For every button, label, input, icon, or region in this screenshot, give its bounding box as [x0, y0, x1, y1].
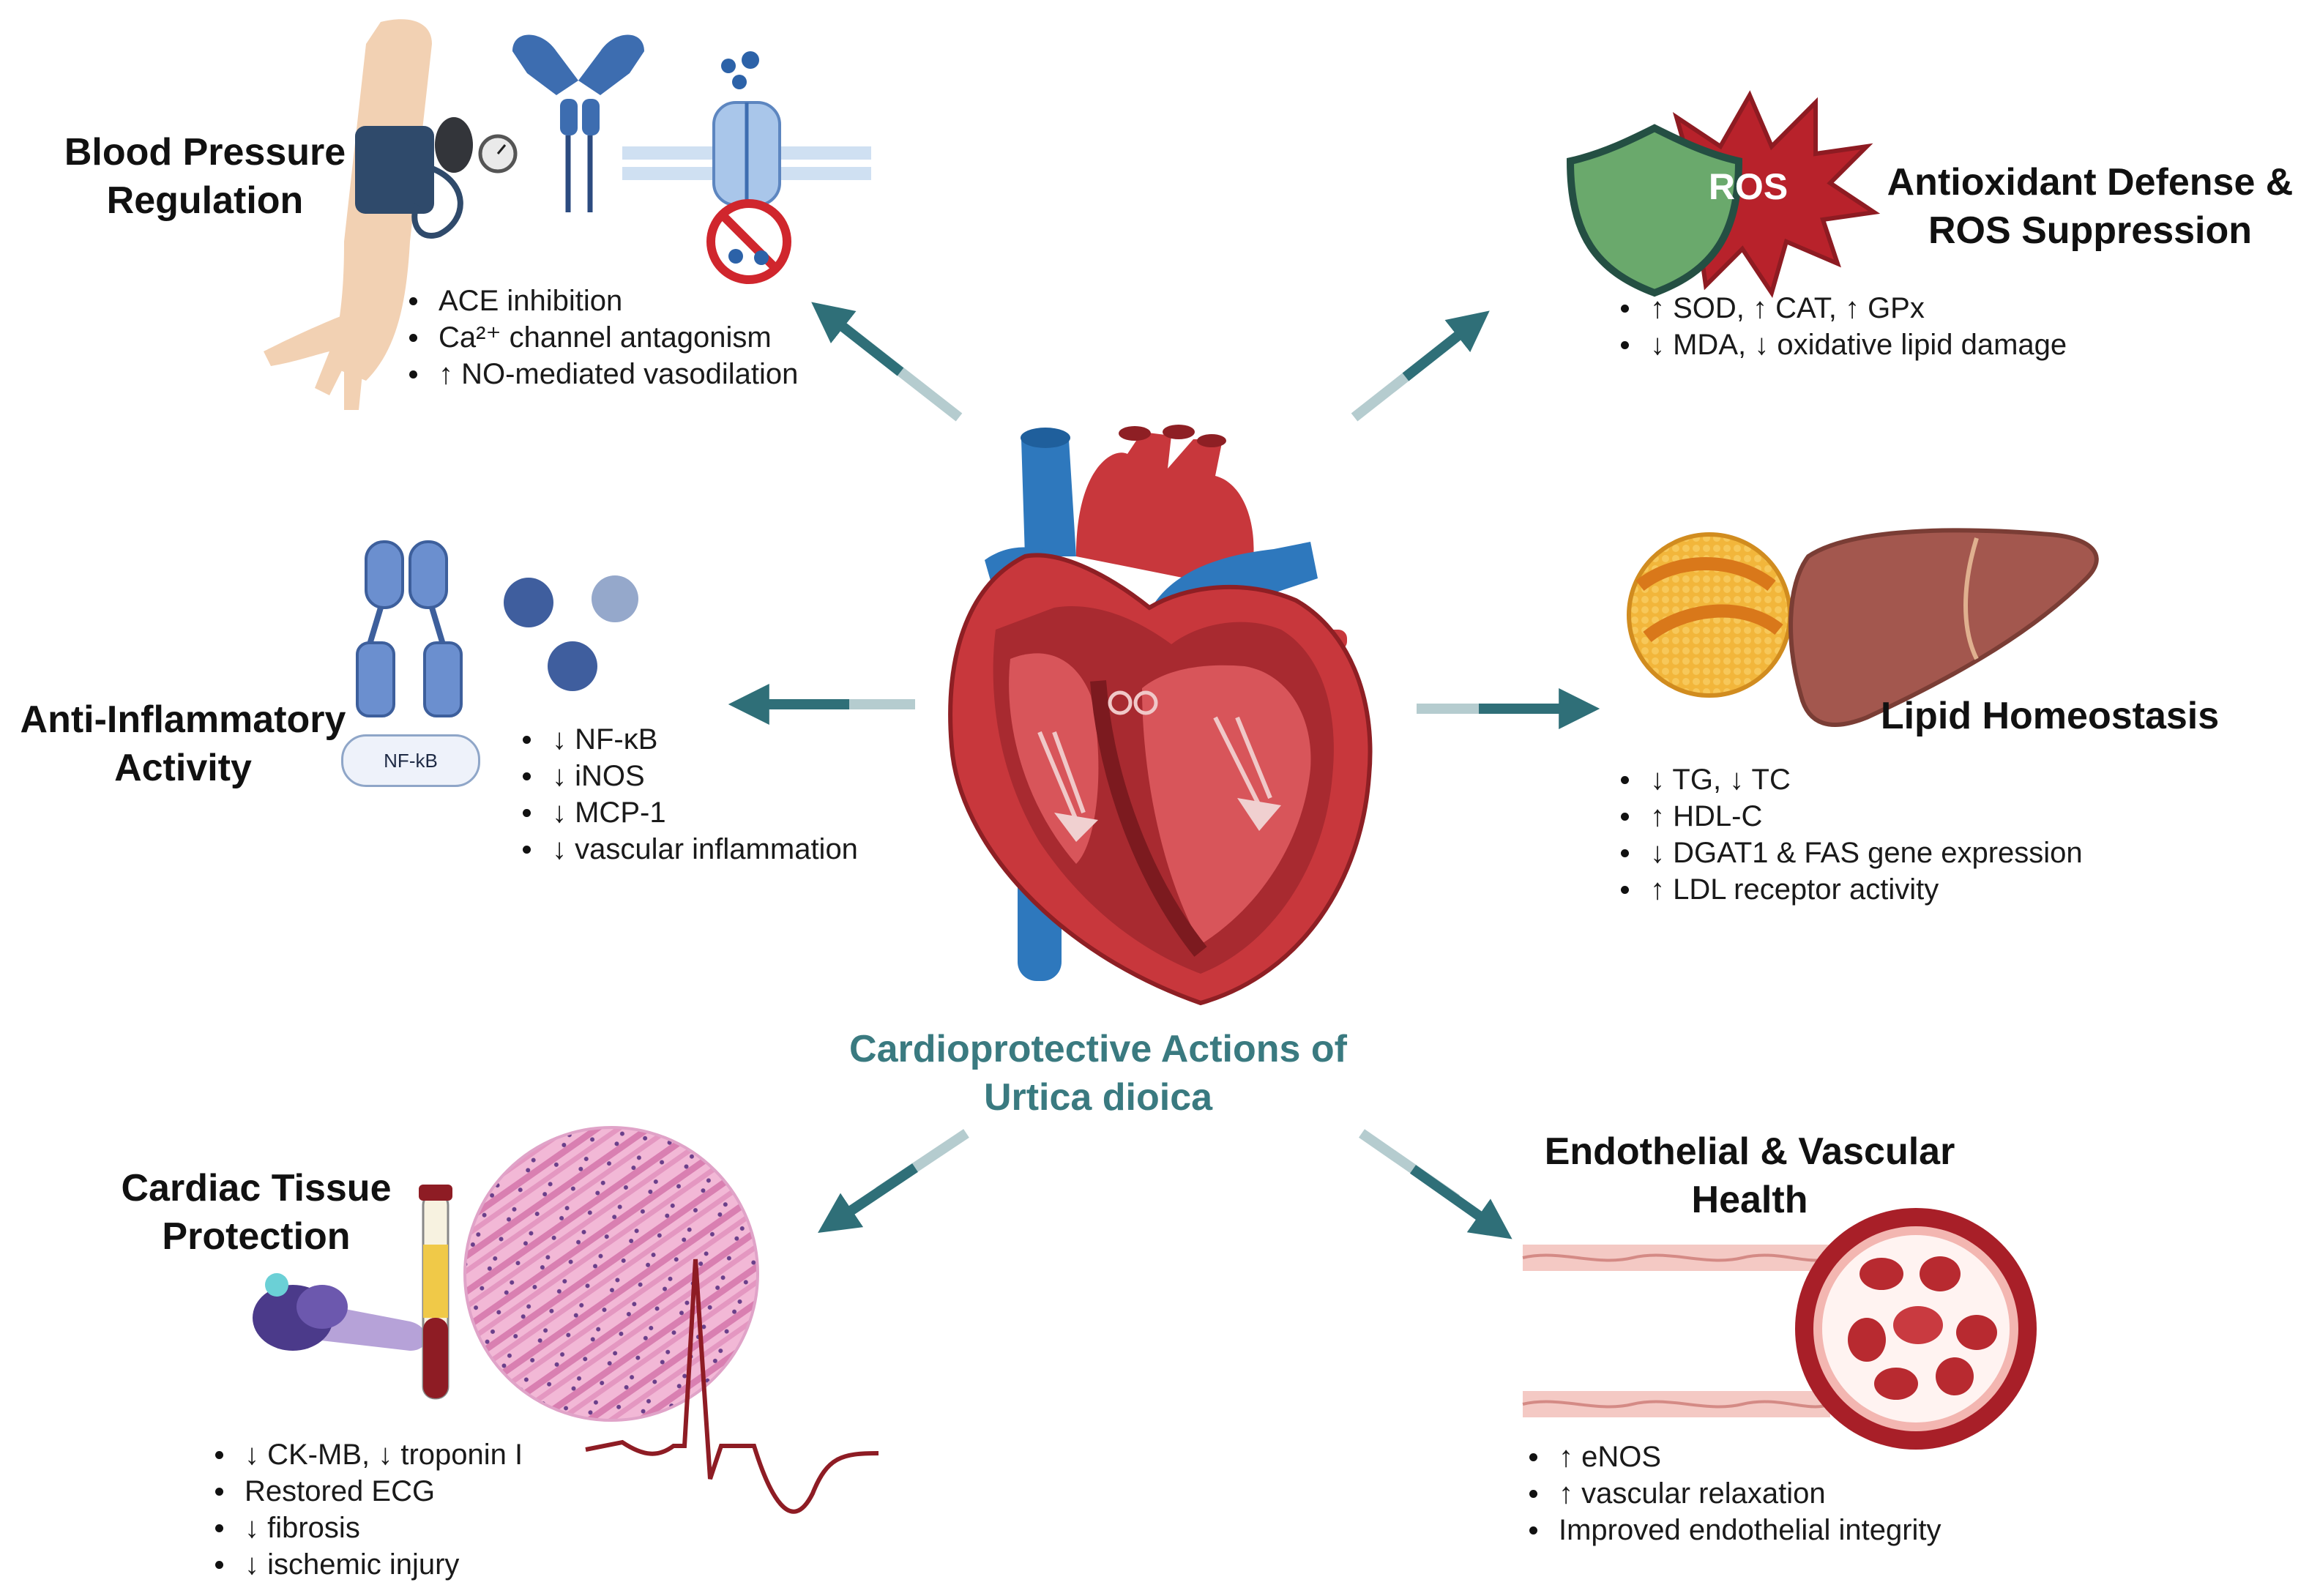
list-item: Restored ECG: [205, 1473, 523, 1510]
list-item: ACE inhibition: [399, 283, 798, 319]
ros-label: ROS: [1708, 166, 1788, 207]
troponin-protein-icon: [253, 1273, 427, 1351]
list-item: ↑ SOD, ↑ CAT, ↑ GPx: [1611, 290, 2067, 327]
cardiac-tissue-title-line2: Protection: [162, 1215, 351, 1258]
anti-inflammatory-bullets: ↓ NF-κB ↓ iNOS ↓ MCP-1 ↓ vascular inflam…: [512, 721, 858, 868]
center-title-line1: Cardioprotective Actions of: [849, 1028, 1347, 1070]
receptor-icon: [356, 540, 463, 717]
antioxidant-title: Antioxidant Defense & ROS Suppression: [1874, 158, 2306, 255]
list-item: ↑ vascular relaxation: [1519, 1475, 1941, 1512]
arrow-endothelial: [1359, 1129, 1512, 1239]
list-item: ↓ DGAT1 & FAS gene expression: [1611, 835, 2083, 871]
ace-receptor-icon: [512, 34, 644, 212]
anti-inflammatory-title-line2: Activity: [114, 747, 252, 789]
endothelial-bullets: ↑ eNOS ↑ vascular relaxation Improved en…: [1519, 1439, 1941, 1548]
list-item: ↓ TG, ↓ TC: [1611, 761, 2083, 798]
shield-icon: [1566, 124, 1743, 297]
endothelial-title: Endothelial & Vascular Health: [1486, 1127, 2013, 1224]
list-item: ↓ MCP-1: [512, 794, 858, 831]
antioxidant-title-line1: Antioxidant Defense &: [1887, 161, 2294, 204]
anti-inflammatory-title: Anti-Inflammatory Activity: [7, 696, 359, 792]
arrow-blood-pressure: [811, 302, 963, 422]
list-item: ↑ HDL-C: [1611, 798, 2083, 835]
cardiac-tissue-bullets: ↓ CK-MB, ↓ troponin I Restored ECG ↓ fib…: [205, 1436, 523, 1583]
red-blood-cell-icon: [1848, 1256, 1997, 1400]
cardiac-tissue-title: Cardiac Tissue Protection: [102, 1164, 410, 1261]
list-item: ↑ eNOS: [1519, 1439, 1941, 1475]
blood-tube-icon: [419, 1185, 452, 1400]
list-item: Ca²⁺ channel antagonism: [399, 319, 798, 356]
list-item: ↓ iNOS: [512, 758, 858, 794]
list-item: ↓ CK-MB, ↓ troponin I: [205, 1436, 523, 1473]
calcium-channel-icon: [622, 51, 871, 206]
lipoprotein-icon: [1627, 532, 1792, 698]
blood-pressure-title-line1: Blood Pressure: [64, 131, 346, 174]
endothelial-title-line1: Endothelial & Vascular: [1544, 1130, 1955, 1173]
list-item: ↓ fibrosis: [205, 1510, 523, 1546]
center-title: Cardioprotective Actions of Urtica dioic…: [842, 1025, 1354, 1122]
center-title-line2: Urtica dioica: [983, 1076, 1213, 1119]
list-item: ↓ ischemic injury: [205, 1546, 523, 1583]
blood-pressure-cuff-icon: [264, 19, 518, 410]
blood-pressure-title-line2: Regulation: [106, 179, 304, 222]
lipid-title-text: Lipid Homeostasis: [1880, 695, 2220, 737]
heart-illustration: [948, 425, 1373, 1006]
nfkb-pill: NF-kB: [341, 734, 480, 787]
blood-pressure-title: Blood Pressure Regulation: [59, 128, 351, 225]
blocked-icon: [706, 199, 791, 284]
cytokine-icon: [504, 575, 638, 691]
endothelial-title-line2: Health: [1691, 1179, 1808, 1221]
cardiac-tissue-title-line1: Cardiac Tissue: [121, 1167, 392, 1209]
list-item: ↑ LDL receptor activity: [1611, 871, 2083, 908]
lipid-title: Lipid Homeostasis: [1859, 692, 2240, 740]
list-item: ↓ NF-κB: [512, 721, 858, 758]
arrow-antioxidant: [1351, 310, 1490, 422]
list-item: ↓ MDA, ↓ oxidative lipid damage: [1611, 327, 2067, 363]
blood-pressure-bullets: ACE inhibition Ca²⁺ channel antagonism ↑…: [399, 283, 798, 392]
list-item: ↑ NO-mediated vasodilation: [399, 356, 798, 392]
arrow-cardiac-tissue: [818, 1129, 969, 1234]
list-item: Improved endothelial integrity: [1519, 1512, 1941, 1548]
liver-icon: [1788, 528, 2099, 727]
histology-icon: [463, 1126, 759, 1422]
anti-inflammatory-title-line1: Anti-Inflammatory: [20, 698, 346, 741]
ecg-trace-icon: [585, 1258, 879, 1514]
antioxidant-bullets: ↑ SOD, ↑ CAT, ↑ GPx ↓ MDA, ↓ oxidative l…: [1611, 290, 2067, 363]
list-item: ↓ vascular inflammation: [512, 831, 858, 868]
lipid-bullets: ↓ TG, ↓ TC ↑ HDL-C ↓ DGAT1 & FAS gene ex…: [1611, 761, 2083, 908]
antioxidant-title-line2: ROS Suppression: [1928, 209, 2253, 252]
